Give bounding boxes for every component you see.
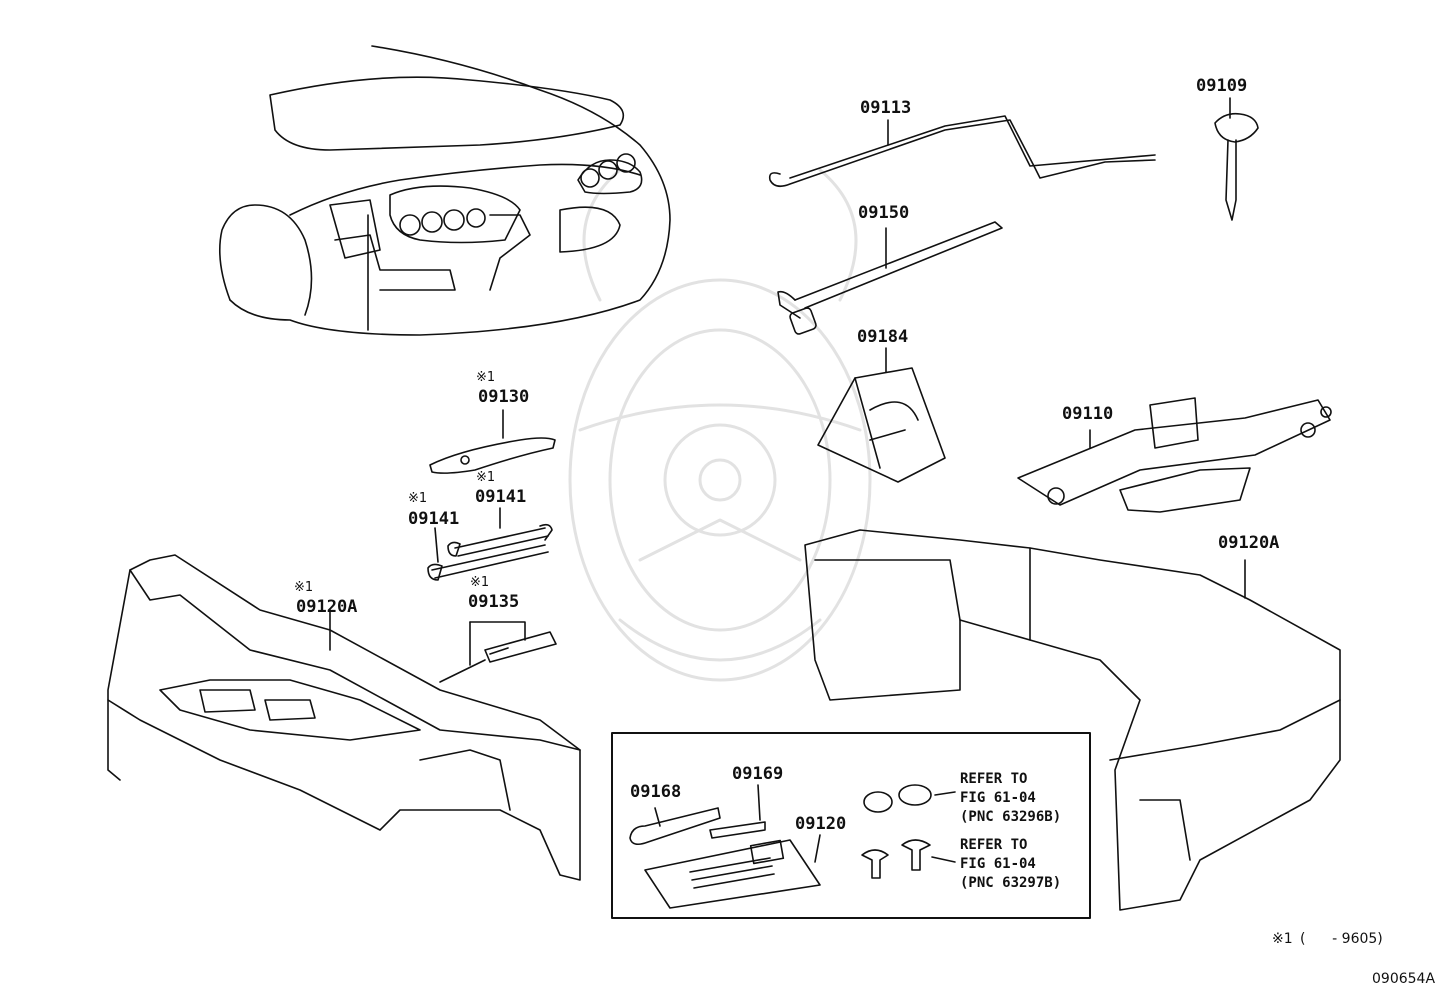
part-label-09120A-right[interactable]: 09120A [1218, 533, 1280, 553]
valve-illustration [1214, 97, 1259, 221]
footnote-mark: ※1 [1272, 931, 1293, 947]
footnote-mark-09130: ※1 [476, 370, 496, 385]
refer-note-1-line2: FIG 61-04 [960, 790, 1036, 806]
part-label-09110[interactable]: 09110 [1062, 404, 1114, 424]
wheel-chock-illustration [817, 347, 946, 483]
scissor-jack-illustration [1017, 397, 1332, 513]
refer-note-2-line2: FIG 61-04 [960, 856, 1036, 872]
part-label-09141-left[interactable]: 09141 [408, 509, 460, 529]
part-label-09120[interactable]: 09120 [795, 814, 847, 834]
footnote-mark-09135: ※1 [470, 575, 490, 590]
refer-note-2-line3: (PNC 63297B) [960, 875, 1062, 891]
car-rear-illustration [218, 45, 671, 336]
pliers-illustration [429, 409, 556, 474]
refer-note-1-line1: REFER TO [960, 771, 1028, 787]
part-label-09135[interactable]: 09135 [468, 592, 520, 612]
refer-note-2-line1: REFER TO [960, 837, 1028, 853]
left-tool-tray-illustration [107, 554, 581, 881]
kit-box-frame [611, 732, 1091, 919]
part-label-09113[interactable]: 09113 [860, 98, 912, 118]
wrench-illustration [427, 507, 553, 581]
kit-box-contents [629, 784, 956, 909]
right-tool-tray-illustration [804, 529, 1341, 911]
footnote-mark-09141-top: ※1 [476, 470, 496, 485]
part-label-09109[interactable]: 09109 [1196, 76, 1248, 96]
part-label-09169[interactable]: 09169 [732, 764, 784, 784]
screwdriver-illustration [439, 621, 557, 683]
part-label-09150[interactable]: 09150 [858, 203, 910, 223]
part-label-09141-top[interactable]: 09141 [475, 487, 527, 507]
part-label-09184[interactable]: 09184 [857, 327, 909, 347]
footnote-mark-09141-left: ※1 [408, 491, 428, 506]
watermark-emblem [568, 168, 872, 682]
wheel-nut-wrench-illustration [777, 221, 1003, 335]
footnote-range: ( - 9605) [1300, 931, 1383, 947]
refer-note-1-line3: (PNC 63296B) [960, 809, 1062, 825]
part-label-09168[interactable]: 09168 [630, 782, 682, 802]
footnote-mark-09120A-left: ※1 [294, 580, 314, 595]
figure-id: 090654A [1372, 971, 1436, 987]
part-label-09120A-left[interactable]: 09120A [296, 597, 358, 617]
jack-handle-illustration [768, 115, 1156, 188]
part-label-09130[interactable]: 09130 [478, 387, 530, 407]
